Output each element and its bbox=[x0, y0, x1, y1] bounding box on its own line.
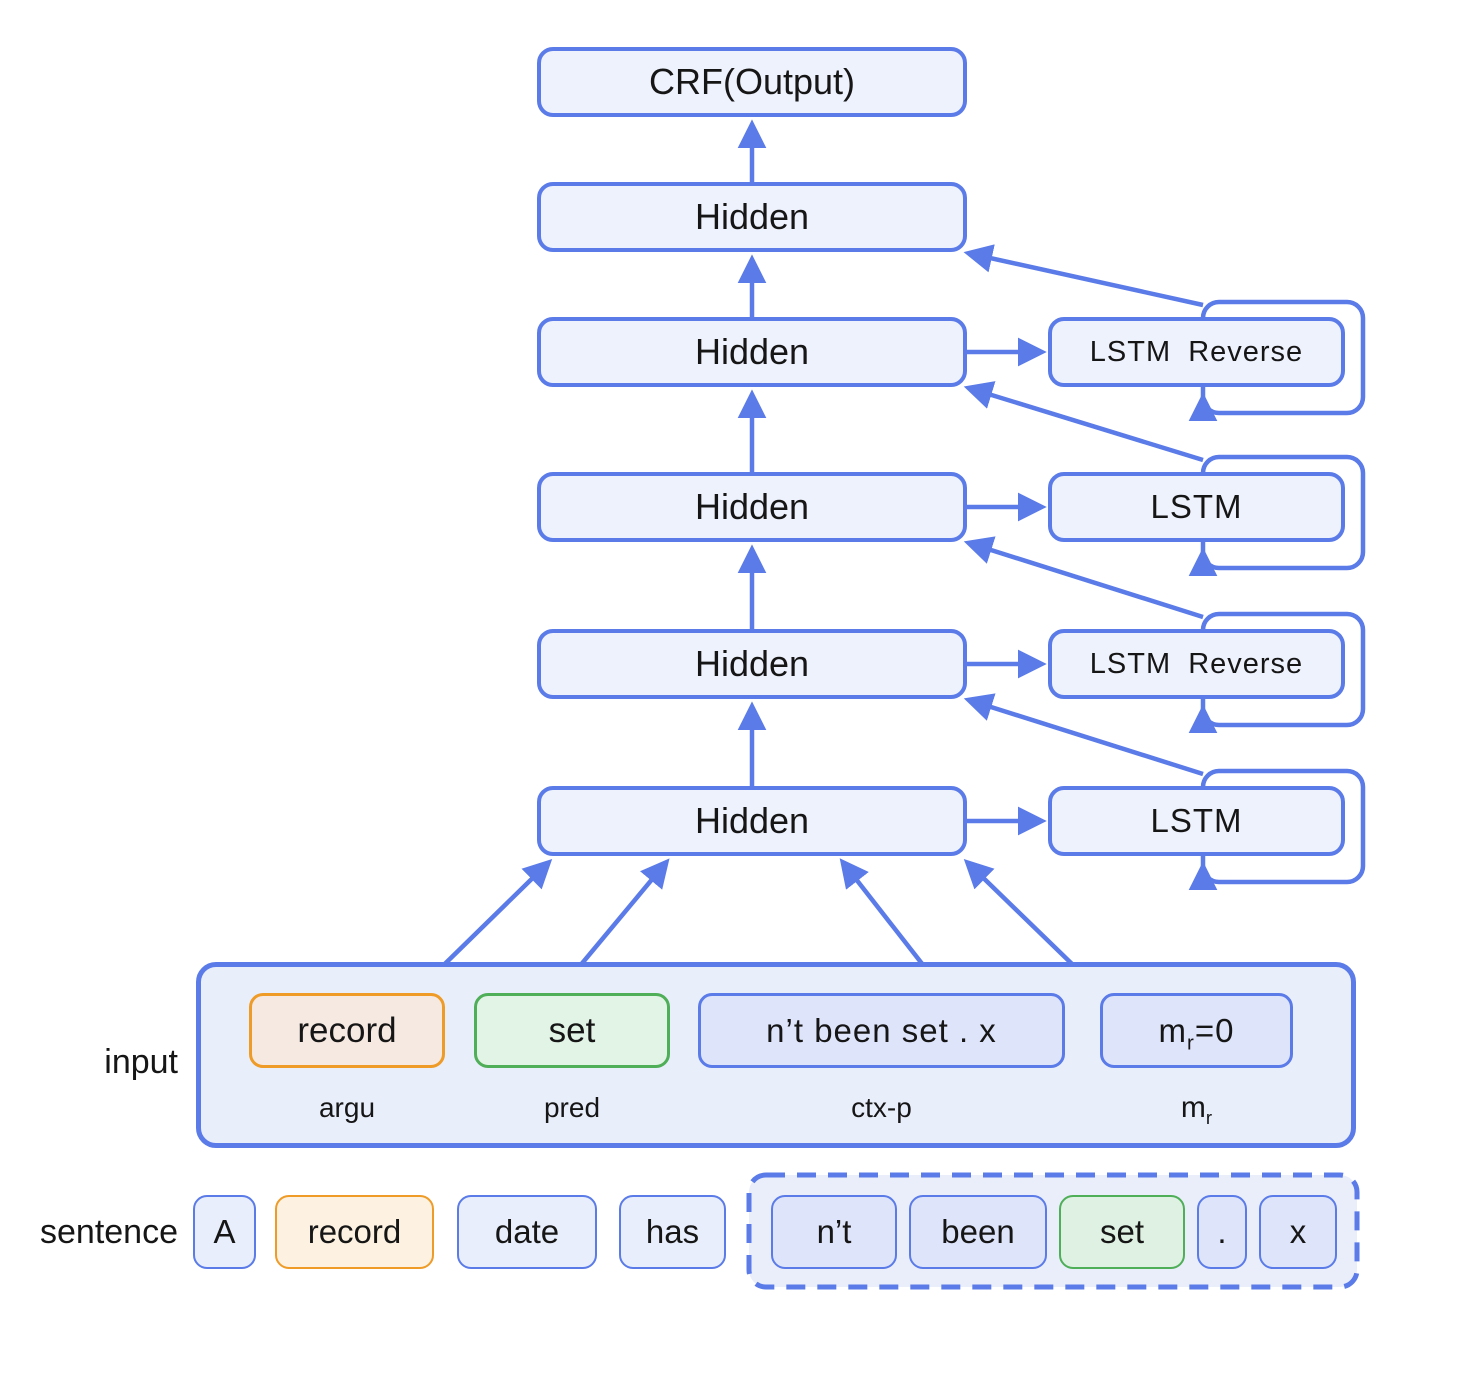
feature-pred-text: set bbox=[548, 1010, 596, 1050]
feature-mr-box: mr=0 bbox=[1100, 993, 1293, 1068]
sentence-token-nt: n’t bbox=[771, 1195, 897, 1269]
sentence-token-period: . bbox=[1197, 1195, 1247, 1269]
lstm-box-2: LSTM bbox=[1048, 786, 1345, 856]
lstm-reverse-label-2: LSTM Reverse bbox=[1089, 647, 1304, 680]
crf-output-label: CRF(Output) bbox=[648, 61, 856, 102]
hidden-label-5: Hidden bbox=[694, 800, 810, 841]
hidden-box-5: Hidden bbox=[537, 786, 967, 856]
hidden-box-2: Hidden bbox=[537, 317, 967, 387]
sentence-token-set: set bbox=[1059, 1195, 1185, 1269]
sentence-caption: sentence bbox=[40, 1213, 178, 1251]
feature-argu-label: argu bbox=[318, 1092, 376, 1123]
feature-ctx-box: n’t been set . x bbox=[698, 993, 1065, 1068]
crf-output-box: CRF(Output) bbox=[537, 47, 967, 117]
sentence-token-date: date bbox=[457, 1195, 597, 1269]
sentence-token-a: A bbox=[193, 1195, 256, 1269]
feature-mr-label: mr bbox=[1180, 1091, 1213, 1128]
sentence-token-has: has bbox=[619, 1195, 726, 1269]
lstm-reverse-box-1: LSTM Reverse bbox=[1048, 317, 1345, 387]
feature-pred-label: pred bbox=[543, 1092, 601, 1123]
sentence-token-x: x bbox=[1259, 1195, 1337, 1269]
hidden-label-2: Hidden bbox=[694, 331, 810, 372]
feature-mr-text: mr=0 bbox=[1158, 1011, 1235, 1055]
feature-argu-text: record bbox=[297, 1010, 397, 1050]
lstm-box-1: LSTM bbox=[1048, 472, 1345, 542]
hidden-box-4: Hidden bbox=[537, 629, 967, 699]
sentence-token-record: record bbox=[275, 1195, 434, 1269]
hidden-label-4: Hidden bbox=[694, 643, 810, 684]
arrow-lstm-reverse2-to-hidden3 bbox=[963, 536, 1204, 620]
hidden-label-1: Hidden bbox=[694, 196, 810, 237]
feature-ctx-text: n’t been set . x bbox=[766, 1011, 997, 1049]
arrow-lstm-reverse1-to-hidden1 bbox=[963, 244, 1204, 308]
arrow-lstm1-to-hidden2 bbox=[963, 381, 1204, 463]
lstm-reverse-box-2: LSTM Reverse bbox=[1048, 629, 1345, 699]
input-caption: input bbox=[104, 1043, 178, 1081]
lstm-label-1: LSTM bbox=[1150, 488, 1243, 525]
lstm-reverse-label-1: LSTM Reverse bbox=[1089, 335, 1304, 368]
hidden-box-1: Hidden bbox=[537, 182, 967, 252]
feature-argu-box: record bbox=[249, 993, 445, 1068]
lstm-label-2: LSTM bbox=[1150, 802, 1243, 839]
hidden-label-3: Hidden bbox=[694, 486, 810, 527]
arrow-lstm2-to-hidden4 bbox=[963, 693, 1204, 777]
hidden-box-3: Hidden bbox=[537, 472, 967, 542]
sentence-token-been: been bbox=[909, 1195, 1047, 1269]
feature-ctx-label: ctx-p bbox=[851, 1092, 912, 1123]
feature-pred-box: set bbox=[474, 993, 670, 1068]
